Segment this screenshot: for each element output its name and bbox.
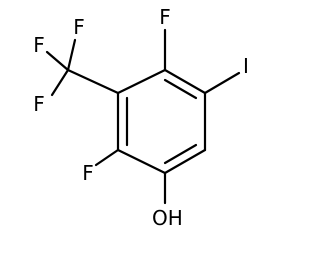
- atom-label-cf3-f3: F: [33, 92, 45, 116]
- bond-c3-c4: [163, 148, 207, 175]
- atom-label-hydroxyl: OH: [152, 206, 183, 230]
- bond-double-c1-c2: [163, 78, 198, 100]
- bond-cf3-f1: [45, 50, 70, 72]
- bond-c5-f: [94, 148, 120, 167]
- bond-c6-c1: [116, 68, 167, 95]
- atom-labels: F I F OH F F F: [33, 5, 249, 230]
- bond-cf3-f2: [66, 38, 77, 72]
- atom-label-cf3-f2: F: [73, 15, 85, 39]
- chemical-structure: F I F OH F F F: [33, 5, 249, 230]
- bond-c2-i: [203, 71, 241, 95]
- ring-bonds: [116, 68, 207, 175]
- atom-label-f-left: F: [82, 161, 94, 185]
- substituent-bonds: [45, 28, 241, 205]
- bond-double-c3-c4: [163, 143, 198, 165]
- bond-c6-cf3: [66, 68, 120, 95]
- atom-label-f-top: F: [159, 5, 171, 29]
- bond-cf3-f3: [50, 68, 70, 97]
- bond-c4-c5: [116, 148, 167, 175]
- bond-c1-c2: [163, 68, 207, 95]
- atom-label-iodine: I: [243, 54, 249, 78]
- atom-label-cf3-f1: F: [33, 33, 45, 57]
